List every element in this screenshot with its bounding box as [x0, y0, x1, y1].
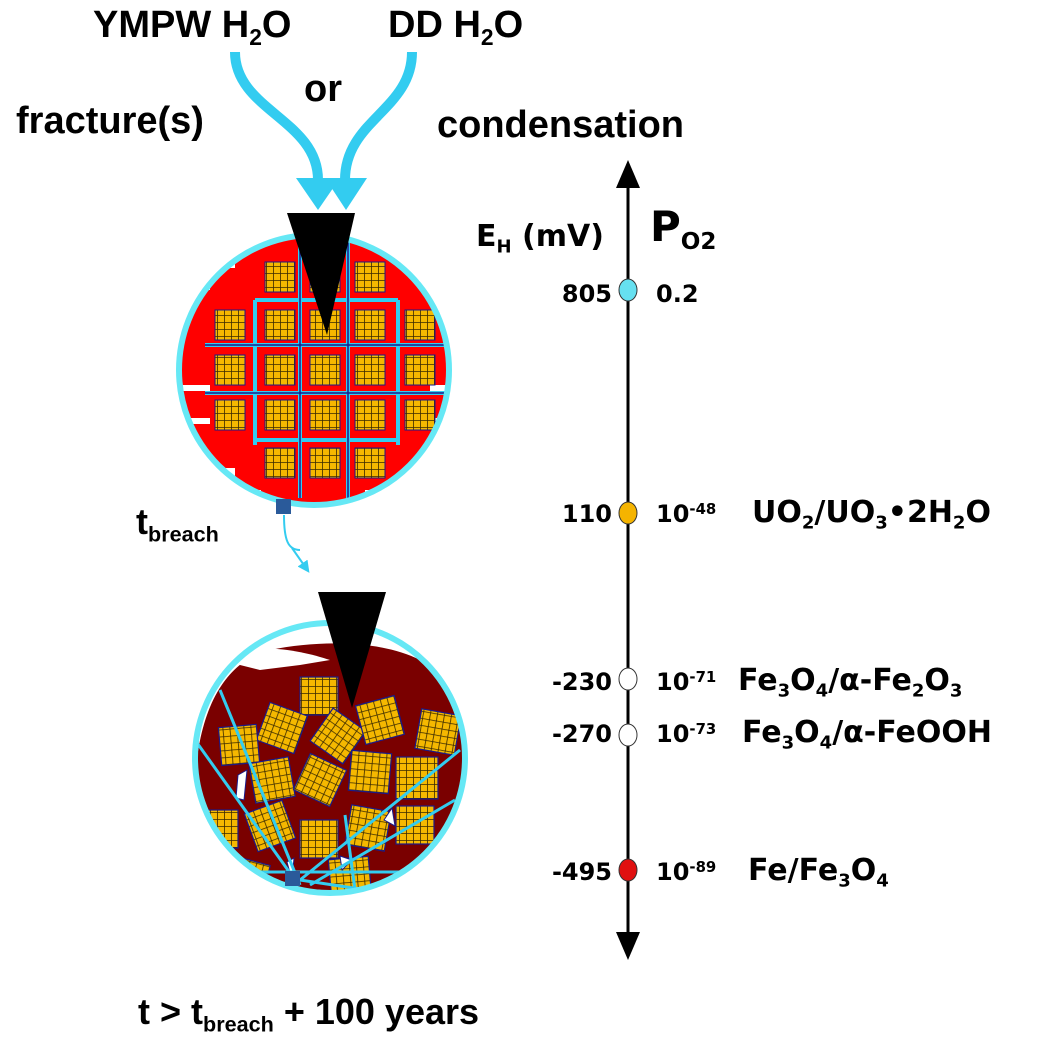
level-marker-1 — [618, 501, 638, 525]
intact-waste-package — [176, 213, 452, 508]
species-label: UO2/UO3•2H2O — [752, 495, 991, 534]
species-label: Fe/Fe3O4 — [748, 853, 889, 892]
eh-value: 805 — [561, 280, 612, 308]
po2-axis-label: PO2 — [650, 202, 717, 256]
level-marker-0 — [618, 278, 638, 302]
fracture-label: fracture(s) — [16, 100, 204, 142]
species-label: Fe3O4/α-Fe2O3 — [738, 663, 963, 702]
eh-value: -270 — [551, 720, 612, 748]
potential-axis — [616, 160, 640, 960]
ympw-water-label: YMPW H2O — [93, 4, 292, 50]
eh-value: -495 — [551, 858, 612, 886]
or-label: or — [304, 68, 342, 110]
eh-value: -230 — [551, 668, 612, 696]
eh-axis-label: EH (mV) — [476, 219, 604, 258]
dd-water-label: DD H2O — [388, 4, 524, 50]
level-marker-2 — [618, 667, 638, 691]
breach-indicator — [276, 499, 310, 573]
level-markers — [618, 278, 638, 882]
po2-value: 10-71 — [656, 667, 717, 696]
t-breach-label: tbreach — [136, 501, 219, 547]
po2-value: 10-89 — [656, 857, 717, 886]
eh-value: 110 — [561, 500, 612, 528]
po2-value: 0.2 — [656, 280, 699, 308]
condensation-label: condensation — [437, 104, 685, 146]
po2-value: 10-73 — [656, 719, 717, 748]
po2-value: 10-48 — [656, 499, 717, 528]
degraded-waste-package — [192, 592, 468, 896]
level-marker-3 — [618, 723, 638, 747]
level-marker-4 — [618, 858, 638, 882]
water-flow-arrows — [230, 51, 417, 210]
species-label: Fe3O4/α-FeOOH — [742, 715, 992, 754]
time-caption: t > tbreach + 100 years — [138, 991, 480, 1037]
